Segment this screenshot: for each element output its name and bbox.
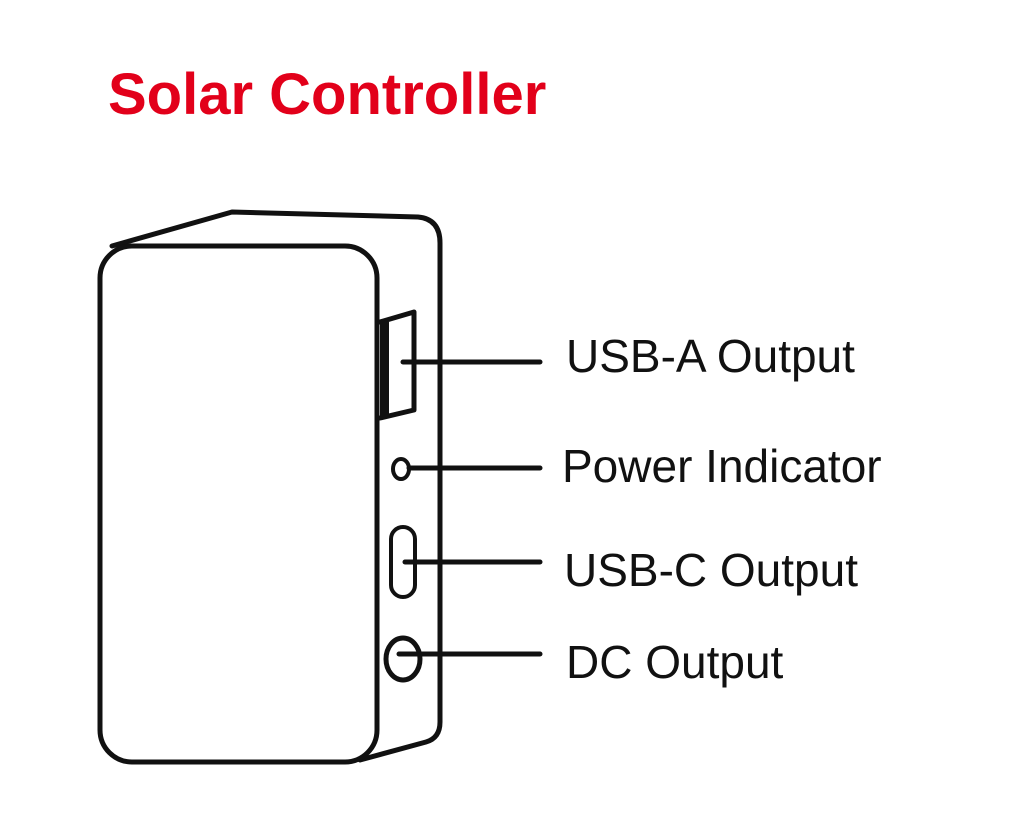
label-usb-a-output: USB-A Output	[566, 330, 855, 382]
dc-jack-icon	[383, 635, 423, 683]
page-title: Solar Controller	[108, 62, 547, 127]
label-dc-output: DC Output	[566, 636, 784, 688]
device-front-face	[97, 243, 380, 765]
label-usb-c-output: USB-C Output	[564, 544, 858, 596]
usb-a-port-icon	[377, 309, 417, 421]
label-power-indicator: Power Indicator	[562, 440, 882, 492]
power-indicator-led-icon	[391, 457, 411, 481]
device-side-panel	[109, 209, 443, 763]
